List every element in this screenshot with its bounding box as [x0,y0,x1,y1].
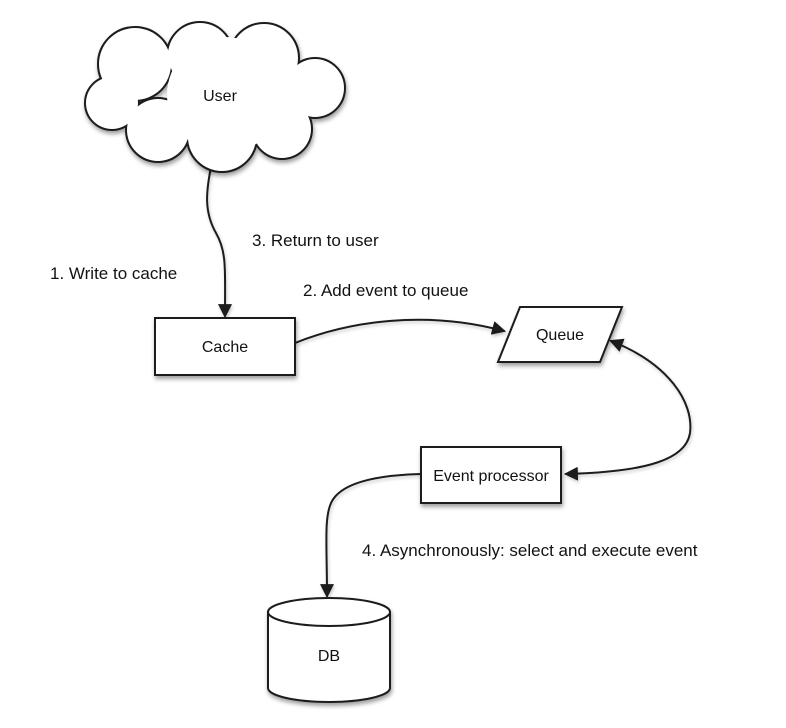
node-user: User [84,21,346,173]
edges [206,166,692,599]
node-queue-label: Queue [536,327,584,344]
step4-label: 4. Asynchronously: select and execute ev… [362,541,698,560]
edge-queue-event-processor [563,338,692,481]
cache-box [154,317,296,376]
cloud-shape [84,21,346,173]
node-queue: Queue [496,306,624,363]
event-processor-box [420,446,562,504]
node-event-processor: Event processor [420,446,562,504]
node-cache: Cache [154,317,296,376]
edge-cache-queue [294,318,507,344]
node-user-label: User [203,88,237,105]
step2-label: 2. Add event to queue [303,281,468,300]
edge-event-processor-db [319,473,422,599]
node-db: DB [267,597,391,703]
step1-label: 1. Write to cache [50,264,177,283]
step3-label: 3. Return to user [252,231,379,250]
node-db-label: DB [318,648,340,665]
edge-user-cache [206,166,233,319]
node-event-processor-label: Event processor [433,468,549,485]
queue-parallelogram [496,306,624,363]
node-cache-label: Cache [202,339,248,356]
db-cylinder [267,597,391,703]
